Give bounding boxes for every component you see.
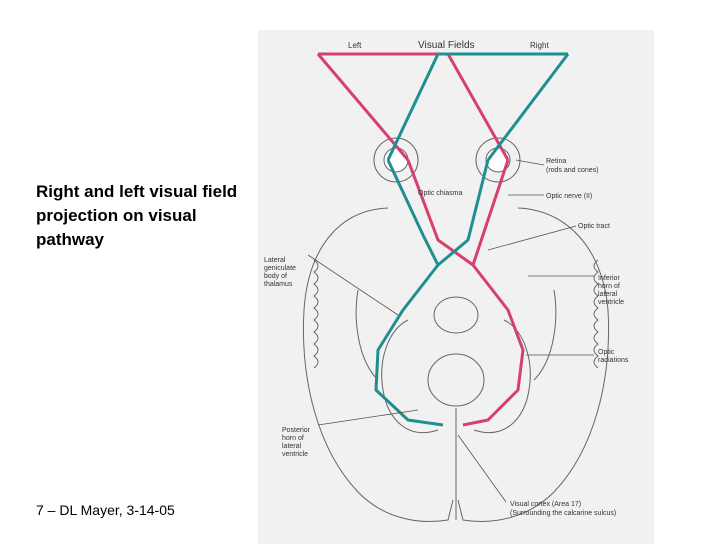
posterior-horn-leader [317,409,419,426]
label-retina: Retina (rods and cones) [546,158,599,174]
label-inferior-horn: Inferior horn of lateral ventricle [598,275,624,306]
label-lgn: Lateral geniculate body of thalamus [264,257,298,288]
label-optic-radiations: Optic radiations [598,349,629,364]
lgn-leader [307,254,399,316]
header-center: Visual Fields [418,40,475,51]
label-visual-cortex: Visual cortex (Area 17) (Surrounding the… [510,501,616,517]
visual-pathway-diagram: Left Visual Fields Right [258,30,654,544]
header-right: Right [530,41,549,50]
left-field-pathway [316,52,525,427]
label-posterior-horn: Posterior horn of lateral ventricle [282,427,312,458]
slide-footer: 7 – DL Mayer, 3-14-05 [36,502,175,518]
label-optic-nerve: Optic nerve (II) [546,193,592,200]
header-left: Left [348,41,362,50]
right-field-pathway [374,52,570,427]
brain-outline [302,207,610,522]
label-optic-tract: Optic tract [578,223,610,230]
retina-leader [515,159,545,166]
visual-cortex-leader [457,434,507,503]
slide-title: Right and left visual field projection o… [36,182,238,249]
label-optic-chiasma: Optic chiasma [418,190,462,197]
optic-tract-leader [487,225,577,251]
